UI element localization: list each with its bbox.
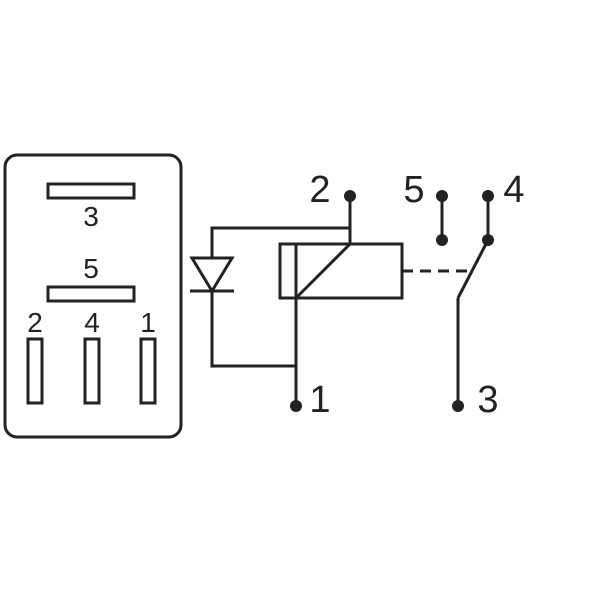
terminal-1-label: 1 — [309, 379, 330, 421]
coil-winding-diagonal — [294, 242, 352, 300]
footprint-pin-4 — [83, 337, 101, 405]
footprint-label-2: 2 — [27, 307, 43, 338]
footprint-pin-5 — [46, 285, 136, 303]
footprint-label-1: 1 — [140, 307, 156, 338]
footprint-pin-1 — [139, 337, 157, 405]
terminal-2-dot — [344, 190, 356, 202]
relay-schematic: 2 1 5 4 3 — [189, 169, 525, 421]
terminal-2-label: 2 — [309, 169, 330, 211]
terminal-3-label: 3 — [477, 379, 498, 421]
diode-icon — [189, 256, 235, 294]
terminal-4-dot-top — [482, 190, 494, 202]
footprint-label-5: 5 — [83, 253, 99, 284]
terminal-1-dot — [290, 400, 302, 412]
footprint-pin-2 — [26, 337, 44, 405]
terminal-3-dot — [452, 400, 464, 412]
terminal-5-dot-bottom — [436, 234, 448, 246]
wire-diode-bottom — [210, 291, 296, 368]
footprint-label-3: 3 — [83, 201, 99, 232]
footprint-label-4: 4 — [84, 307, 100, 338]
wire-diode-top — [210, 226, 350, 258]
terminal-4-label: 4 — [503, 169, 524, 211]
terminal-5-dot-top — [436, 190, 448, 202]
relay-footprint: 3 5 2 4 1 — [3, 153, 183, 439]
footprint-pin-3 — [46, 182, 136, 200]
terminal-5-label: 5 — [403, 169, 424, 211]
footprint-outline — [3, 153, 183, 439]
switch-arm — [456, 239, 490, 299]
